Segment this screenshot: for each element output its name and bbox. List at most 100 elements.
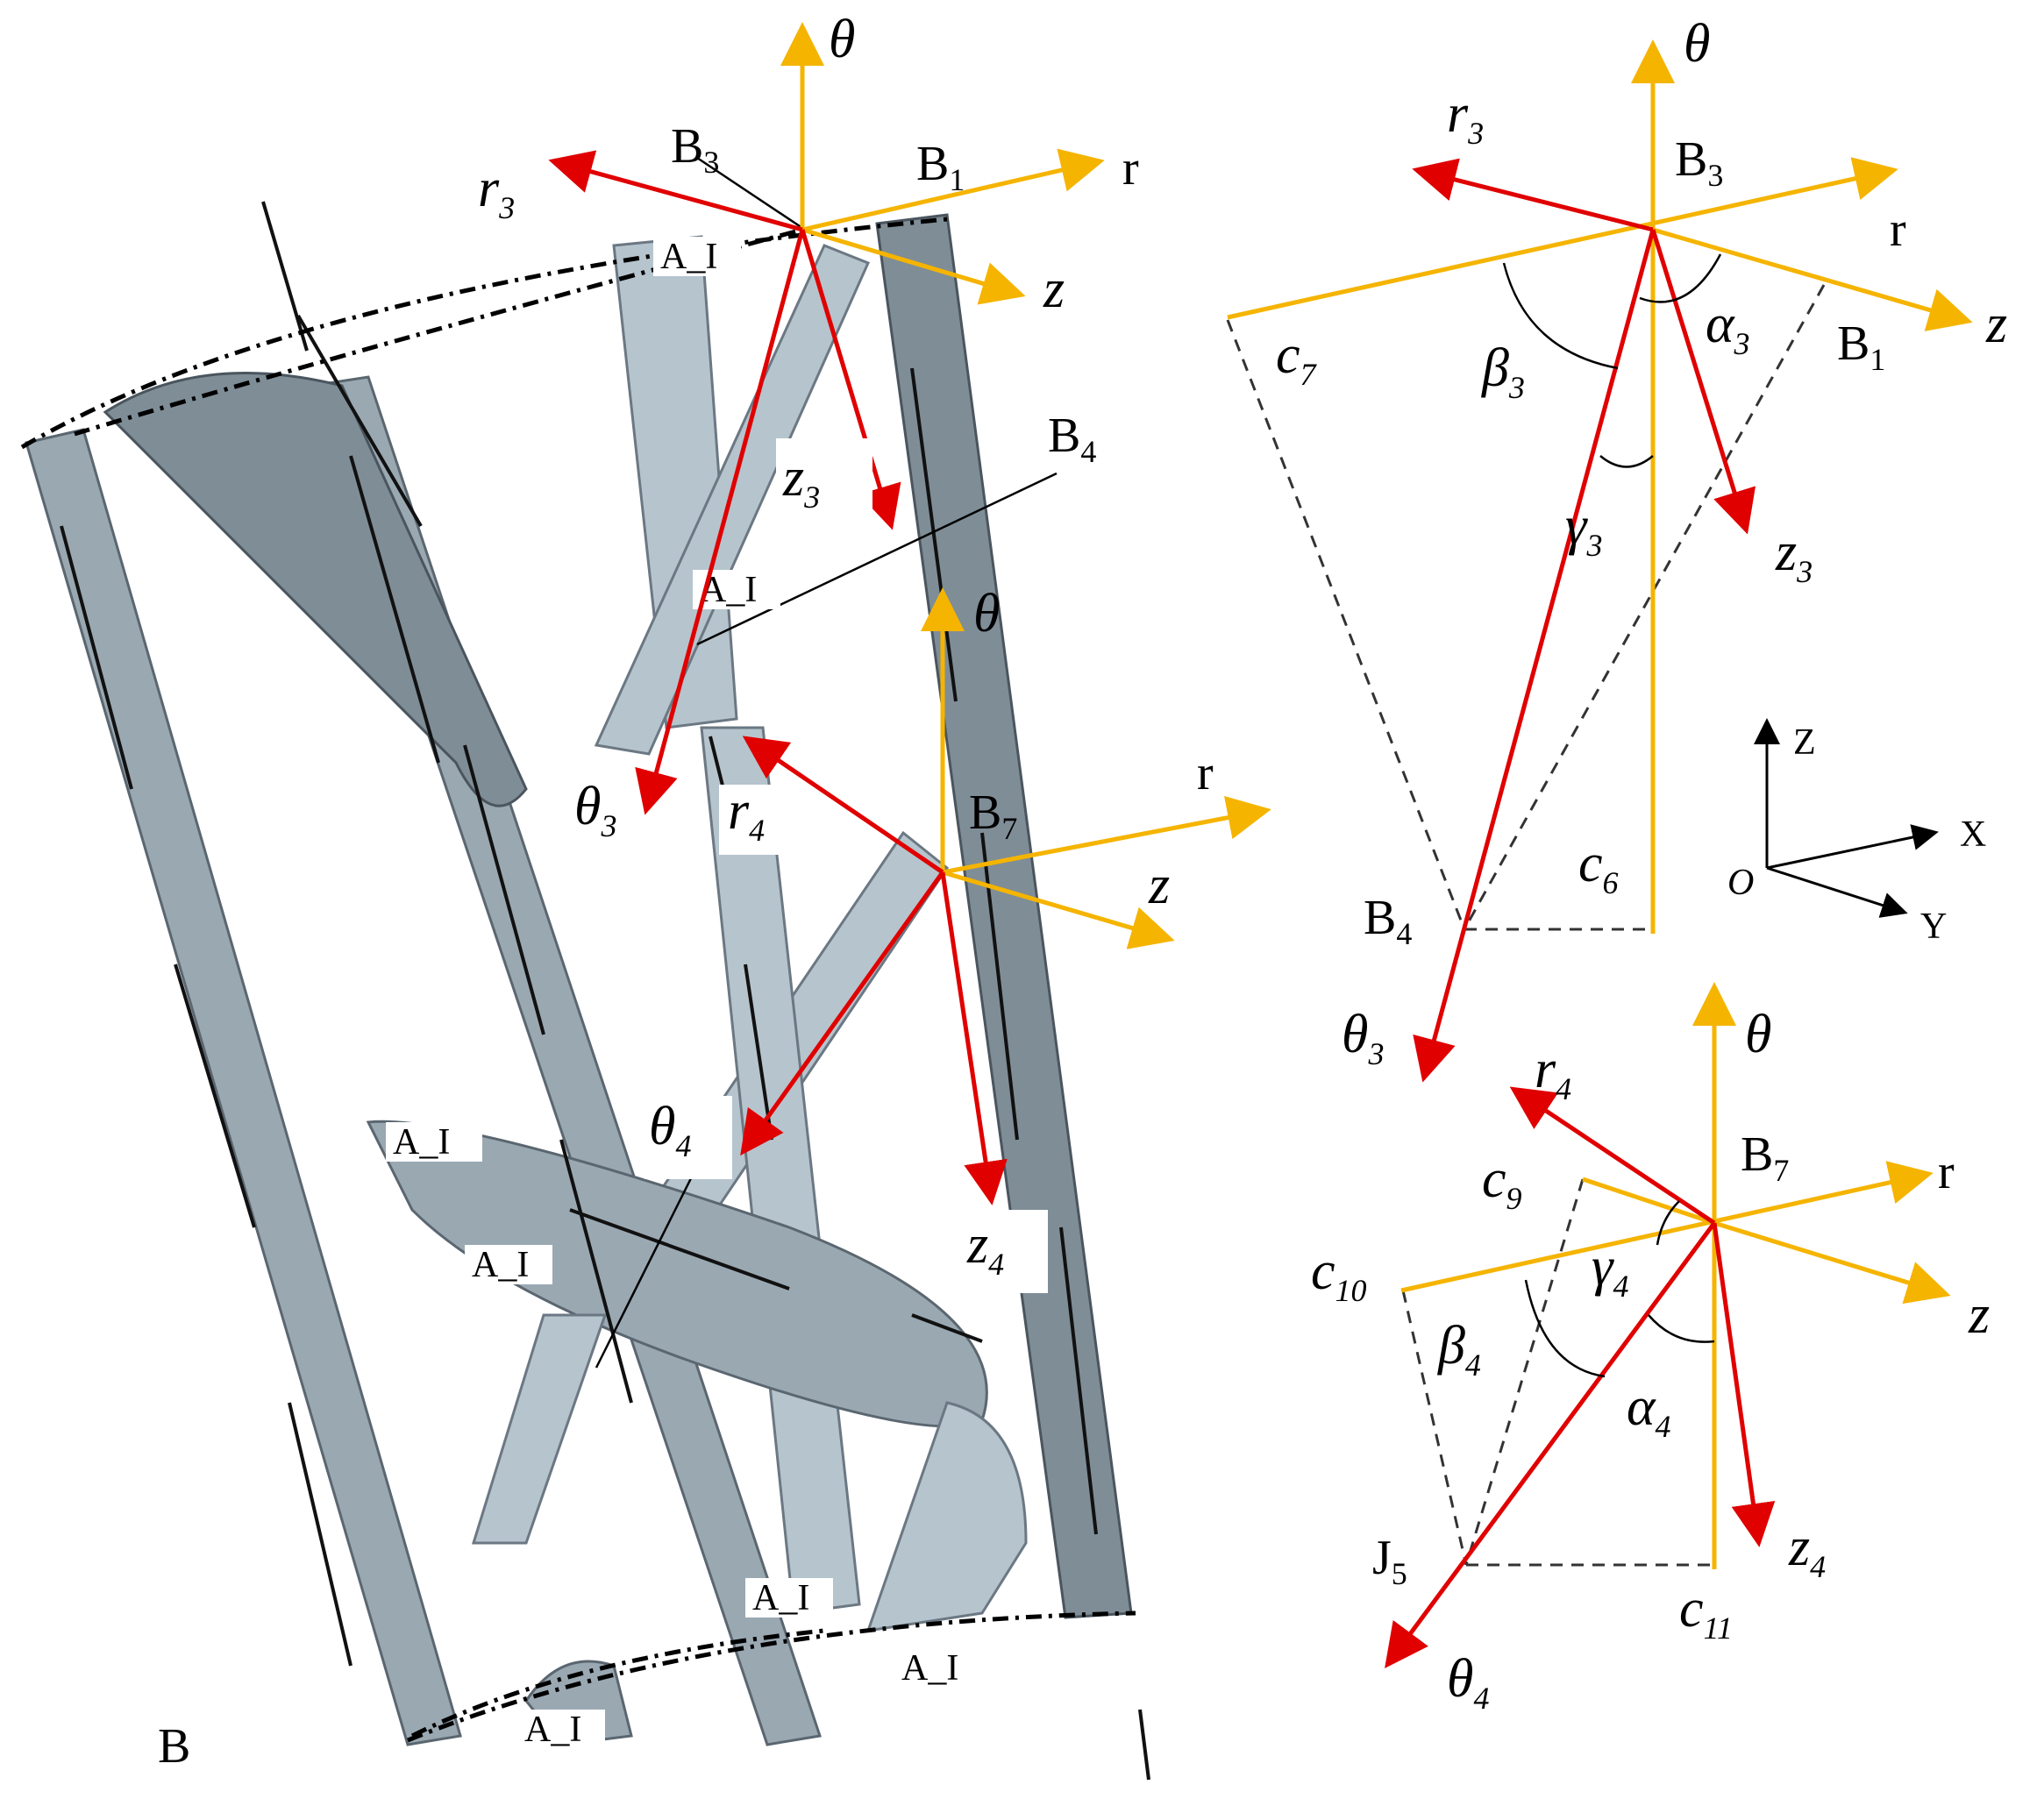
strut-tag: A_I bbox=[752, 1578, 809, 1618]
bottom-right-geometry bbox=[1385, 982, 1951, 1669]
z-label: z bbox=[1968, 1285, 1990, 1345]
strut-lower-left bbox=[471, 1313, 608, 1545]
beta3-arc bbox=[1502, 262, 1619, 370]
lattice-structure bbox=[20, 156, 1150, 1781]
alpha4-arc bbox=[1648, 1314, 1715, 1343]
strut-tag: A_I bbox=[524, 1710, 581, 1750]
strut-tag: A_I bbox=[660, 237, 717, 277]
z4-axis bbox=[940, 871, 1008, 1205]
dash-b1-b4 bbox=[1463, 284, 1826, 930]
z3-axis bbox=[800, 229, 901, 530]
global-axes-triad: Z X Y O bbox=[1727, 718, 1986, 947]
frame-b3-left bbox=[548, 22, 1105, 815]
triad-x-label: X bbox=[1960, 814, 1986, 855]
r-axis bbox=[1227, 157, 1898, 320]
beta3-label: β3 bbox=[1481, 338, 1525, 405]
strut-left-long bbox=[25, 428, 462, 1746]
z4-axis bbox=[1712, 1222, 1776, 1547]
b7-label: B7 bbox=[1741, 1127, 1789, 1188]
theta-label: θ bbox=[1684, 14, 1710, 74]
bottom-right-labels: θ r z r4 B7 c9 c10 c11 J5 γ4 β4 α4 z4 θ4 bbox=[1311, 1005, 1990, 1716]
r4-label: r4 bbox=[728, 781, 765, 848]
strut-tags: A_I A_I A_I A_I A_I A_I A_I bbox=[386, 237, 982, 1750]
boundary-curve-bottom-inner bbox=[410, 1628, 825, 1738]
theta3-axis bbox=[1413, 229, 1656, 1083]
b4-leader-line bbox=[696, 472, 1058, 646]
beta4-label: β4 bbox=[1437, 1316, 1481, 1383]
triad-y-label: Y bbox=[1920, 907, 1947, 947]
theta4-label: θ4 bbox=[1447, 1649, 1489, 1716]
theta3-axis bbox=[635, 229, 805, 815]
strut-upper-x2 bbox=[594, 244, 871, 756]
theta-label: θ bbox=[973, 584, 1000, 643]
b3-label: B3 bbox=[671, 119, 719, 180]
z-axis bbox=[1652, 227, 1973, 331]
c11-label: c11 bbox=[1679, 1579, 1733, 1646]
boundary-curve-top bbox=[20, 217, 948, 450]
r-label: r bbox=[1890, 203, 1906, 257]
frame-b7-left bbox=[740, 587, 1271, 1205]
z4-label: z4 bbox=[966, 1215, 1004, 1282]
b3-label: B3 bbox=[1675, 132, 1723, 193]
c9-line bbox=[1582, 1177, 1715, 1226]
top-right-geometry bbox=[1226, 39, 1973, 1083]
top-right-labels: θ r z r3 B3 B1 B4 c7 c6 α3 β3 γ3 z3 θ3 bbox=[1276, 14, 2007, 1071]
z3-axis bbox=[1650, 229, 1756, 535]
strut-tag: A_I bbox=[472, 1245, 529, 1285]
triad-y-axis bbox=[1766, 866, 1908, 918]
boundary-curve-bottom bbox=[407, 1610, 1136, 1743]
r-label: r bbox=[1122, 141, 1139, 196]
theta3-label: θ3 bbox=[1342, 1005, 1384, 1071]
alpha3-label: α3 bbox=[1706, 295, 1750, 361]
theta4-axis bbox=[740, 871, 945, 1156]
theta-label: θ bbox=[1745, 1005, 1771, 1064]
c9-label: c9 bbox=[1482, 1149, 1522, 1216]
r4-axis bbox=[742, 736, 944, 875]
gamma3-arc bbox=[1599, 455, 1654, 468]
z-label: z bbox=[1148, 856, 1170, 915]
theta3-label: θ3 bbox=[574, 777, 616, 843]
triad-z-label: Z bbox=[1793, 722, 1816, 763]
left-panel-labels: B θ r z B3 B1 B4 B7 r3 z3 θ3 θ r z r4 z4… bbox=[158, 10, 1214, 1774]
dash-c9-j5 bbox=[1464, 1178, 1585, 1566]
b1-label: B1 bbox=[1837, 316, 1885, 377]
gamma4-arc bbox=[1656, 1200, 1680, 1246]
j5-label: J5 bbox=[1372, 1531, 1407, 1591]
b4-label: B4 bbox=[1364, 891, 1412, 951]
corner-label: B bbox=[158, 1719, 190, 1774]
r4-axis bbox=[1509, 1086, 1716, 1226]
z-label: z bbox=[1985, 295, 2007, 354]
r-label: r bbox=[1938, 1145, 1955, 1199]
strut-lower-right bbox=[865, 1401, 1028, 1632]
alpha4-label: α4 bbox=[1627, 1377, 1671, 1444]
gamma4-label: γ4 bbox=[1592, 1237, 1628, 1304]
theta4-label: θ4 bbox=[649, 1097, 691, 1163]
c10-label: c10 bbox=[1311, 1241, 1367, 1308]
alpha3-arc bbox=[1639, 253, 1722, 303]
z-axis bbox=[1713, 1220, 1951, 1305]
r3-axis bbox=[1412, 158, 1654, 232]
triad-origin-label: O bbox=[1727, 863, 1754, 903]
r-label: r bbox=[1197, 746, 1214, 800]
r-axis bbox=[801, 148, 1105, 232]
r3-label: r3 bbox=[478, 159, 515, 225]
r-axis bbox=[942, 795, 1271, 875]
z4-label: z4 bbox=[1788, 1518, 1826, 1584]
theta4-axis bbox=[1385, 1221, 1717, 1669]
gamma3-label: γ3 bbox=[1565, 496, 1602, 563]
theta-label: θ bbox=[829, 10, 855, 69]
c6-label: c6 bbox=[1578, 834, 1619, 900]
edge-hatching bbox=[60, 201, 1150, 1781]
z-label: z bbox=[1043, 260, 1065, 319]
r4-label: r4 bbox=[1535, 1040, 1571, 1106]
b4-label: B4 bbox=[1048, 409, 1096, 469]
dash-c10-j5 bbox=[1401, 1290, 1468, 1566]
beta4-arc bbox=[1524, 1279, 1606, 1378]
b3-leader-line bbox=[696, 156, 803, 230]
b1-label: B1 bbox=[916, 137, 965, 197]
r-axis bbox=[1400, 1161, 1934, 1293]
b7-label: B7 bbox=[969, 786, 1017, 846]
z-axis bbox=[801, 227, 1026, 305]
strut-tag: A_I bbox=[393, 1122, 450, 1163]
